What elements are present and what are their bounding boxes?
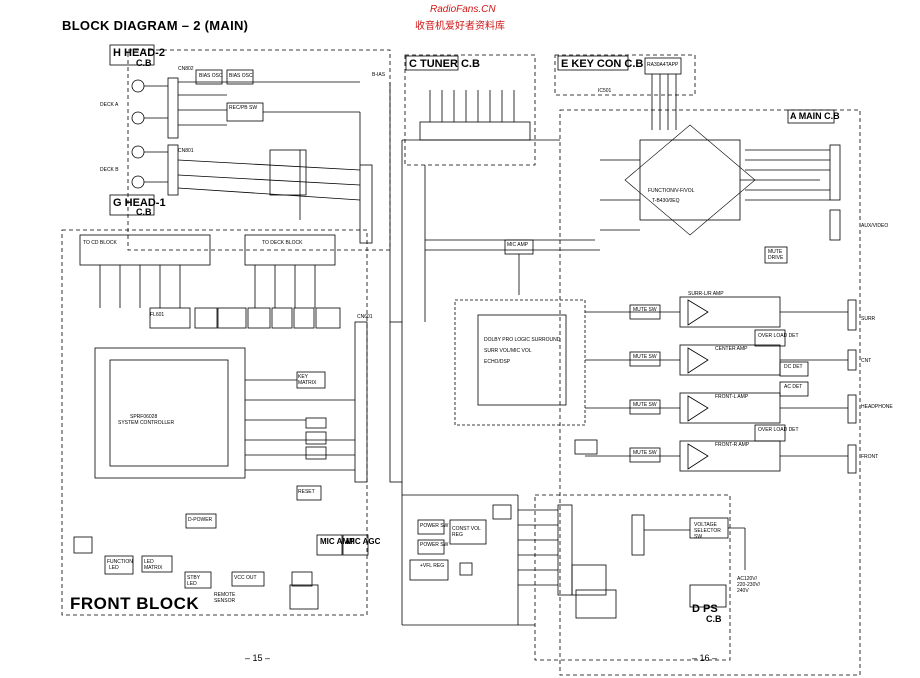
svg-text:CN601: CN601: [357, 314, 373, 320]
svg-text:BIAS OSC: BIAS OSC: [229, 73, 253, 79]
deck-a-label: DECK A: [100, 102, 119, 108]
ps-cb: C.B: [706, 614, 722, 624]
svg-text:FRONT-R AMP: FRONT-R AMP: [715, 442, 750, 448]
svg-text:REC/PB SW: REC/PB SW: [229, 105, 257, 111]
main-label: A MAIN C.B: [790, 111, 840, 121]
svg-text:MIC AMP: MIC AMP: [507, 242, 529, 248]
svg-text:CN801: CN801: [178, 148, 194, 154]
svg-text:DOLBY PRO LOGIC SURROUND: DOLBY PRO LOGIC SURROUND: [484, 337, 561, 343]
svg-text:SELECTOR: SELECTOR: [694, 528, 721, 534]
svg-text:LED: LED: [187, 581, 197, 587]
svg-text:CN802: CN802: [178, 66, 194, 72]
svg-text:POWER SW: POWER SW: [420, 542, 449, 548]
page-number-right: – 16 –: [692, 653, 718, 663]
head2-box: [109, 44, 155, 66]
svg-text:MUTE SW: MUTE SW: [633, 402, 657, 408]
head1-box: [109, 194, 155, 216]
head2-label: H HEAD-2: [113, 47, 165, 59]
svg-text:REMOTE: REMOTE: [214, 592, 236, 598]
svg-text:220-230V/: 220-230V/: [737, 582, 761, 588]
watermark: RadioFans.CN: [430, 4, 496, 15]
page-number-left: – 15 –: [245, 653, 271, 663]
svg-text:MUTE SW: MUTE SW: [633, 450, 657, 456]
svg-text:LED: LED: [109, 565, 119, 571]
svg-text:240V: 240V: [737, 588, 749, 594]
svg-text:RESET: RESET: [298, 489, 315, 495]
mic-amp-label: MIC AMP: [320, 537, 355, 546]
svg-text:FL601: FL601: [150, 312, 164, 318]
svg-text:B-IAS: B-IAS: [372, 72, 386, 78]
svg-text:POWER SW: POWER SW: [420, 523, 449, 529]
deck-b-label: DECK B: [100, 167, 119, 173]
svg-text:AC DET: AC DET: [784, 384, 802, 390]
svg-text:MUTE SW: MUTE SW: [633, 307, 657, 313]
svg-text:VCC OUT: VCC OUT: [234, 575, 257, 581]
function-ic: [639, 139, 741, 221]
svg-text:SURR: SURR: [861, 316, 876, 322]
svg-text:CENTER AMP: CENTER AMP: [715, 346, 748, 352]
svg-text:MUTE: MUTE: [768, 249, 783, 255]
keycon-enclosure: [554, 54, 696, 96]
watermark-subtitle: 收音机爱好者资料库: [415, 21, 505, 32]
svg-text:CNT: CNT: [861, 358, 871, 364]
svg-text:DRIVE: DRIVE: [768, 255, 784, 261]
svg-text:FRONT: FRONT: [861, 454, 878, 460]
head2-cb: C.B: [136, 58, 152, 68]
head1-cb: C.B: [136, 207, 152, 217]
mic-agc-label: MIC AGC: [346, 537, 381, 546]
svg-text:STBY: STBY: [187, 575, 201, 581]
main-enclosure: [559, 109, 861, 676]
svg-text:FRONT-L AMP: FRONT-L AMP: [715, 394, 749, 400]
svg-text:FUNCTION: FUNCTION: [107, 559, 133, 565]
svg-text:SYSTEM CONTROLLER: SYSTEM CONTROLLER: [118, 420, 175, 426]
svg-text:T-B430/0EQ: T-B430/0EQ: [652, 198, 680, 204]
svg-text:TO DECK BLOCK: TO DECK BLOCK: [262, 240, 303, 246]
svg-text:SPRF06028: SPRF06028: [130, 414, 157, 420]
svg-text:MATRIX: MATRIX: [144, 565, 163, 571]
svg-text:AC120V/: AC120V/: [737, 576, 758, 582]
page-title: BLOCK DIAGRAM – 2 (MAIN): [62, 18, 249, 33]
svg-text:TO CD BLOCK: TO CD BLOCK: [83, 240, 117, 246]
ps-enclosure: [534, 494, 731, 661]
svg-text:VOLTAGE: VOLTAGE: [694, 522, 718, 528]
ps-label: D PS: [692, 603, 718, 615]
svg-text:SURR VOL/MIC VOL: SURR VOL/MIC VOL: [484, 348, 532, 354]
svg-text:+VFL REG: +VFL REG: [420, 563, 444, 569]
svg-text:SENSOR: SENSOR: [214, 598, 236, 604]
svg-text:MUTE SW: MUTE SW: [633, 354, 657, 360]
svg-text:IC501: IC501: [598, 88, 612, 94]
tuner-enclosure: [404, 54, 536, 166]
front-block-label: FRONT BLOCK: [70, 594, 200, 613]
svg-text:FUNCTION/V-F/VOL: FUNCTION/V-F/VOL: [648, 188, 695, 194]
tuner-label: C TUNER C.B: [409, 58, 480, 70]
svg-text:HEADPHONE: HEADPHONE: [861, 404, 893, 410]
svg-text:ECHO/DSP: ECHO/DSP: [484, 359, 511, 365]
svg-text:D-POWER: D-POWER: [188, 517, 213, 523]
svg-text:BIAS OSC: BIAS OSC: [199, 73, 223, 79]
svg-text:LED: LED: [144, 559, 154, 565]
svg-text:MATRIX: MATRIX: [298, 380, 317, 386]
svg-text:OVER LOAD DET: OVER LOAD DET: [758, 333, 799, 339]
svg-text:REG: REG: [452, 532, 463, 538]
svg-text:RA30A4TAPP: RA30A4TAPP: [647, 62, 679, 68]
svg-text:SW: SW: [694, 534, 702, 540]
svg-text:OVER LOAD DET: OVER LOAD DET: [758, 427, 799, 433]
svg-text:CONST VOL: CONST VOL: [452, 526, 481, 532]
svg-text:KEY: KEY: [298, 374, 309, 380]
keycon-label: E KEY CON C.B: [561, 58, 644, 70]
front-enclosure: [61, 229, 368, 616]
svg-text:SURR-L/R AMP: SURR-L/R AMP: [688, 291, 724, 297]
svg-text:DC DET: DC DET: [784, 364, 803, 370]
head1-label: G HEAD-1: [113, 197, 166, 209]
deck-enclosure: [127, 49, 391, 251]
svg-text:AUX/VIDEO: AUX/VIDEO: [861, 223, 888, 229]
